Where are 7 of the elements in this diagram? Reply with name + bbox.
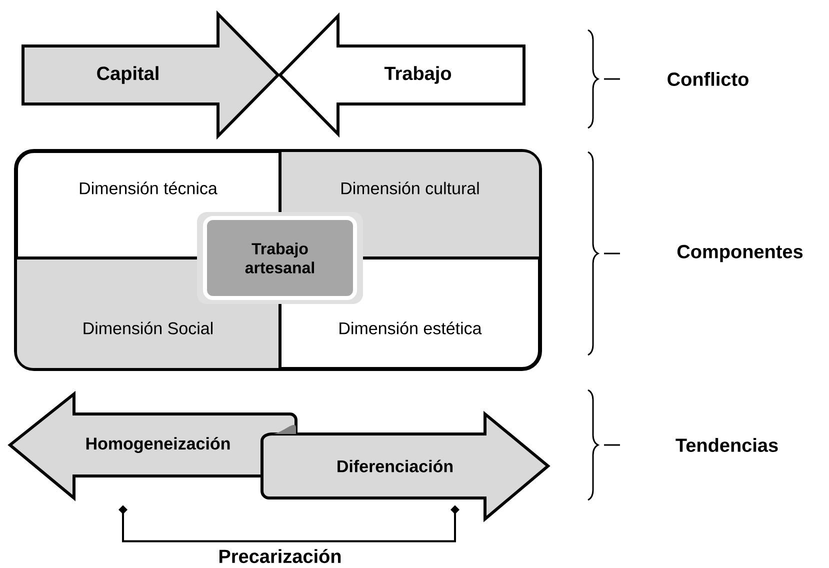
group-label: Componentes: [677, 244, 803, 262]
group-label: Tendencias: [676, 438, 778, 452]
quadrant-cell: Dimensión técnica: [80, 182, 218, 194]
quadrant-cell: Dimensión estética: [340, 322, 482, 334]
edge-label: Precarización: [217, 548, 343, 564]
center-box: Trabajo artesanal: [197, 212, 363, 304]
group-label: Conflicto: [668, 72, 748, 86]
